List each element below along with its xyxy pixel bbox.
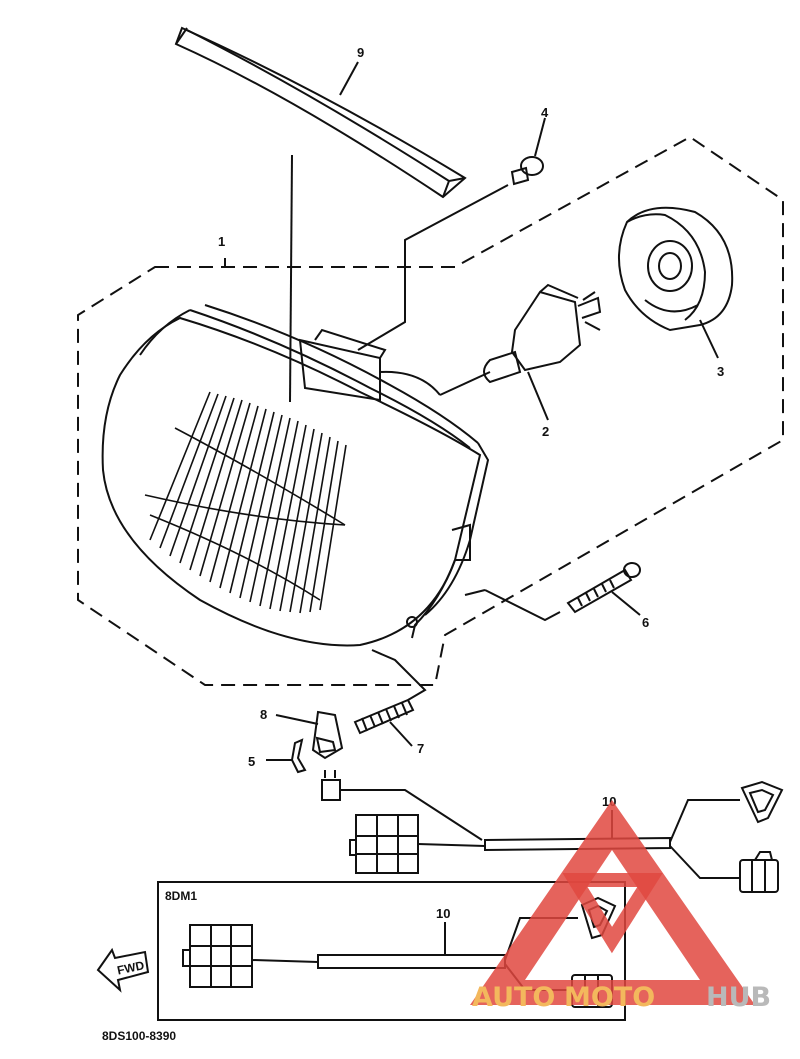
callout-9: 9 [357, 45, 364, 60]
part-6-bolt [464, 562, 641, 622]
part-3-socket-cover [617, 206, 734, 359]
part-5-clip [266, 738, 341, 801]
watermark-part2: MOTO [564, 982, 655, 1013]
callout-7: 7 [417, 741, 424, 756]
callout-8: 8 [260, 707, 267, 722]
callout-4: 4 [541, 105, 549, 120]
part-8-holder [275, 710, 344, 760]
part-2-bulb [439, 283, 602, 421]
callout-6: 6 [642, 615, 649, 630]
callout-2: 2 [542, 424, 549, 439]
watermark-part1: AUTO [472, 982, 555, 1013]
inset-label: 8DM1 [165, 889, 197, 903]
assembly-dashed-outline [77, 135, 784, 686]
part-4-screw [357, 117, 546, 351]
part-7-spring [353, 649, 427, 747]
fwd-label: FWD [116, 958, 146, 977]
watermark-triangle-icon [470, 800, 755, 1005]
part-1-headlight-unit [101, 304, 490, 647]
drawing-code: 8DS100-8390 [102, 1029, 176, 1043]
callout-3: 3 [717, 364, 724, 379]
callout-10-lower: 10 [436, 906, 450, 921]
watermark-part3: HUB [706, 982, 771, 1013]
part-9-cover-strip [174, 26, 467, 403]
callout-5: 5 [248, 754, 255, 769]
inset-box [157, 881, 626, 1021]
autohub-watermark: AUTO MOTO HUB [470, 800, 771, 1013]
callout-1: 1 [218, 234, 225, 249]
fwd-arrow-icon [96, 947, 150, 993]
